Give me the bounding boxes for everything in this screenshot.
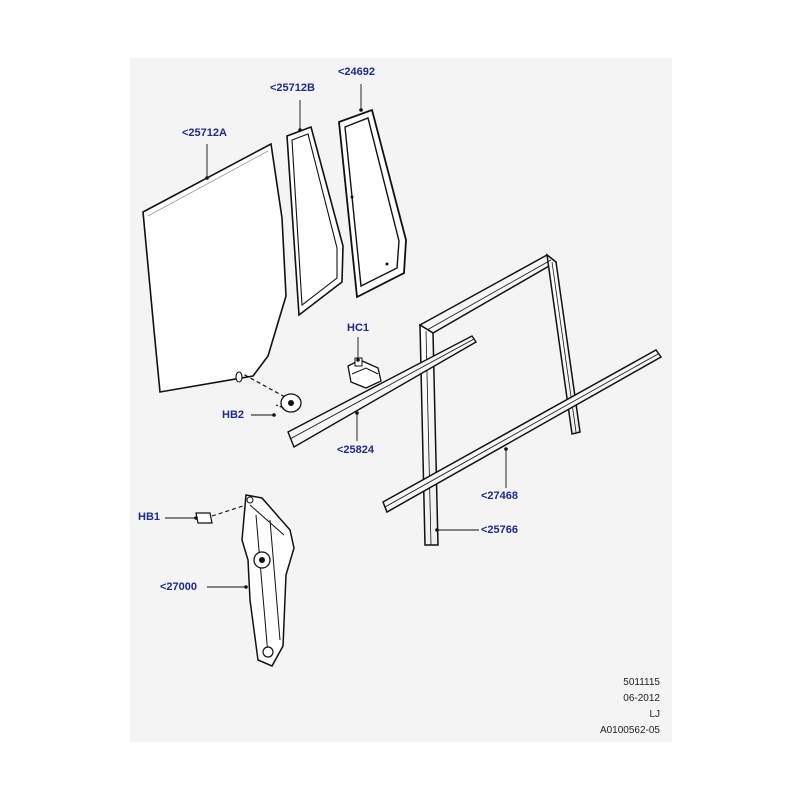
footer-date: 06-2012	[623, 693, 660, 704]
clip-hc1	[347, 357, 382, 389]
door-glass-25712a	[142, 142, 287, 393]
footer-code: 5011115	[623, 677, 660, 688]
callout-hb2: HB2	[222, 409, 245, 421]
callout-25712a: <25712A	[182, 127, 227, 139]
bolt-hb1	[195, 505, 244, 524]
belt-moulding-25766	[382, 349, 663, 514]
leader-lines	[165, 84, 507, 588]
leader-dots	[194, 108, 508, 589]
bolt-hb2	[235, 371, 302, 413]
run-channel-27468	[418, 253, 581, 546]
callout-hc1: HC1	[347, 322, 370, 334]
window-regulator-27000	[241, 494, 295, 667]
callout-27468: <27468	[481, 490, 519, 502]
callout-hb1: HB1	[138, 511, 161, 523]
callout-25712b: <25712B	[270, 82, 315, 94]
seal-24692	[338, 108, 407, 299]
callout-24692: <24692	[338, 66, 376, 78]
weatherstrip-25824	[287, 335, 477, 449]
footer-drawing-id: A0100562-05	[599, 725, 660, 736]
quarter-glass-25712b	[286, 125, 344, 317]
callout-25766: <25766	[481, 524, 519, 536]
callout-25824: <25824	[337, 444, 375, 456]
footer-initials: LJ	[649, 709, 660, 720]
callout-27000: <27000	[160, 581, 198, 593]
